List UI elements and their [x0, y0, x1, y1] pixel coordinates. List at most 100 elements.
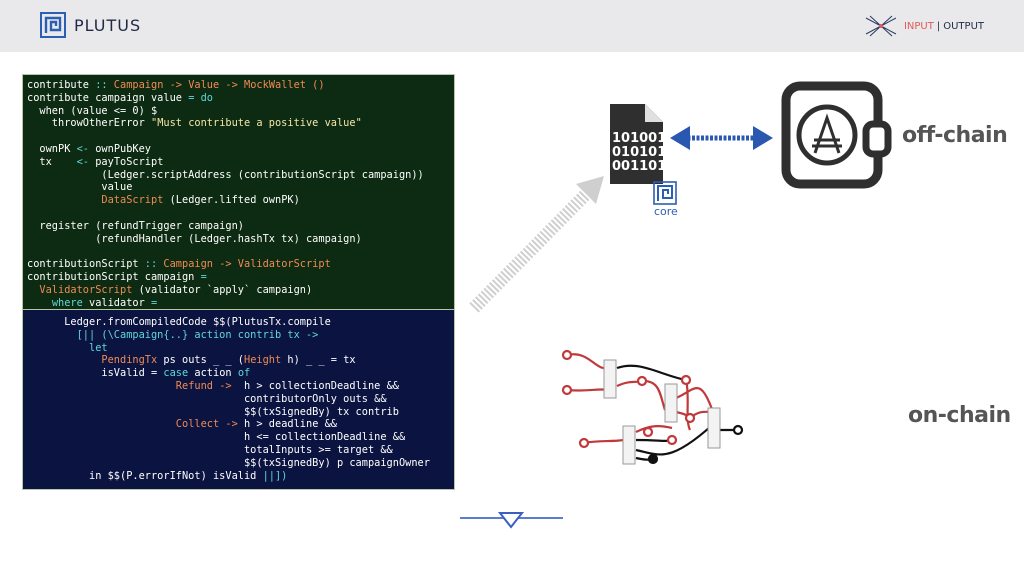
code-token: of: [237, 367, 251, 380]
code-token: [|| (\Campaign{..} action contrib tx ->: [27, 328, 319, 341]
code-line: h <= collectionDeadline &&: [27, 431, 405, 444]
plutus-core-icon: core: [653, 181, 678, 218]
code-token: Ledger.fromCompiledCode $$(PlutusTx.comp…: [27, 316, 331, 328]
code-token: ValidatorScript: [39, 283, 133, 296]
binary-line: 010101: [612, 145, 666, 160]
code-token: h > collectionDeadline &&: [231, 380, 399, 392]
code-token: Campaign -> ValidatorScript: [157, 258, 331, 271]
code-token: ::: [95, 79, 108, 91]
brand: PLUTUS: [40, 12, 141, 38]
code-token: DataScript: [101, 194, 164, 207]
offchain-code-panel: contribute :: Campaign -> Value -> MockW…: [22, 74, 455, 310]
code-line: DataScript (Ledger.lifted ownPK): [27, 194, 300, 207]
code-token: $$(txSignedBy) tx contrib: [27, 405, 399, 418]
code-token: PendingTx: [101, 354, 158, 367]
code-token: $$(txSignedBy) p campaignOwner: [27, 456, 430, 469]
code-token: Height: [244, 354, 282, 367]
code-token: ||]): [262, 469, 288, 482]
double-arrow-icon: [670, 126, 773, 150]
code-token: throwOtherError: [27, 117, 151, 130]
code-line: contribute :: Campaign -> Value -> MockW…: [27, 79, 325, 92]
code-token: in $$(P.errorIfNot) isValid: [27, 469, 263, 482]
bottom-marker-icon: [460, 512, 563, 529]
code-line: in $$(P.errorIfNot) isValid ||]): [27, 470, 287, 483]
code-line: ValidatorScript (validator `apply` campa…: [27, 284, 312, 297]
code-token: ownPK: [27, 143, 77, 155]
code-token: h > deadline &&: [237, 418, 337, 431]
code-token: where: [51, 296, 83, 309]
code-line: contributionScript campaign =: [27, 271, 207, 284]
code-token: (Ledger.lifted ownPK): [163, 194, 300, 207]
code-line: contributionScript :: Campaign -> Valida…: [27, 258, 331, 271]
code-token: "Must contribute a positive value": [151, 117, 362, 130]
code-line: contributorOnly outs &&: [27, 393, 387, 406]
io-text: INPUT|OUTPUT: [903, 20, 984, 32]
code-line: $$(txSignedBy) tx contrib: [27, 406, 399, 419]
io-input: INPUT: [903, 20, 934, 32]
onchain-graph-icon: [561, 349, 744, 465]
code-token: ps outs _ _ (: [157, 354, 244, 367]
code-token: validator: [82, 296, 152, 309]
code-line: (refundHandler (Ledger.hashTx tx) campai…: [27, 233, 362, 246]
code-token: when (value <= 0) $: [27, 104, 158, 117]
code-line: when (value <= 0) $: [27, 105, 157, 118]
plutus-logo-icon: [40, 12, 66, 38]
code-line: isValid = case action of: [27, 367, 250, 380]
code-token: (validator `apply` campaign): [132, 283, 313, 296]
code-line: Collect -> h > deadline &&: [27, 418, 337, 431]
code-line: $$(txSignedBy) p campaignOwner: [27, 457, 430, 470]
code-token: (refundHandler (Ledger.hashTx tx) campai…: [27, 232, 362, 245]
io-output: OUTPUT: [943, 20, 984, 32]
code-token: Collect ->: [175, 418, 238, 431]
code-token: = do: [188, 91, 213, 104]
code-line: contribute campaign value = do: [27, 92, 213, 105]
code-token: <-: [76, 155, 90, 168]
code-token: contributionScript campaign: [27, 271, 201, 283]
code-line: (Ledger.scriptAddress (contributionScrip…: [27, 168, 424, 182]
code-token: contributionScript: [27, 258, 145, 271]
offchain-label: off-chain: [902, 123, 1008, 148]
code-token: ownPubKey: [89, 143, 152, 155]
code-token: totalInputs >= target &&: [27, 444, 393, 456]
code-token: h) _ _ = tx: [281, 354, 356, 367]
code-token: tx: [27, 155, 77, 168]
binary-line: 101001: [612, 131, 666, 146]
binary-line: 001101: [612, 159, 666, 174]
code-token: =: [200, 271, 207, 283]
code-line: value: [27, 181, 132, 194]
ada-wallet-icon: [781, 81, 892, 189]
code-token: Campaign -> Value -> MockWallet (): [107, 79, 325, 91]
onchain-label: on-chain: [908, 403, 1011, 428]
code-line: let: [27, 342, 108, 355]
code-line: ownPK <- ownPubKey: [27, 143, 151, 156]
code-token: action: [188, 367, 238, 380]
code-line: where validator =: [27, 297, 157, 310]
code-line: register (refundTrigger campaign): [27, 220, 244, 233]
code-line: throwOtherError "Must contribute a posit…: [27, 117, 362, 130]
code-line: Refund -> h > collectionDeadline &&: [27, 380, 399, 393]
onchain-code-panel: Ledger.fromCompiledCode $$(PlutusTx.comp…: [22, 309, 455, 490]
code-token: payToScript: [89, 155, 164, 168]
top-bar: PLUTUS INPUT|OUTPUT: [0, 0, 1024, 52]
code-token: (Ledger.scriptAddress (contributionScrip…: [27, 168, 424, 181]
code-token: contributorOnly outs &&: [27, 392, 387, 405]
code-token: h <= collectionDeadline &&: [27, 431, 406, 444]
binary-file-icon: 101001 010101 001101: [610, 104, 666, 184]
code-token: let: [27, 341, 108, 354]
code-line: Ledger.fromCompiledCode $$(PlutusTx.comp…: [27, 316, 331, 329]
code-token: contribute campaign value: [27, 91, 189, 104]
code-token: value: [27, 181, 133, 194]
code-token: <-: [76, 143, 90, 155]
code-token: register (refundTrigger campaign): [27, 219, 244, 232]
code-token: Refund ->: [175, 380, 232, 392]
code-line: totalInputs >= target &&: [27, 444, 393, 457]
code-token: =: [151, 296, 158, 309]
core-label: core: [654, 205, 678, 218]
iohk-logo: INPUT|OUTPUT: [864, 14, 984, 38]
code-token: ::: [144, 258, 158, 271]
grey-arrow-icon: [469, 176, 604, 313]
code-token: isValid =: [27, 367, 164, 380]
code-line: PendingTx ps outs _ _ (Height h) _ _ = t…: [27, 354, 356, 367]
code-line: tx <- payToScript: [27, 156, 163, 169]
